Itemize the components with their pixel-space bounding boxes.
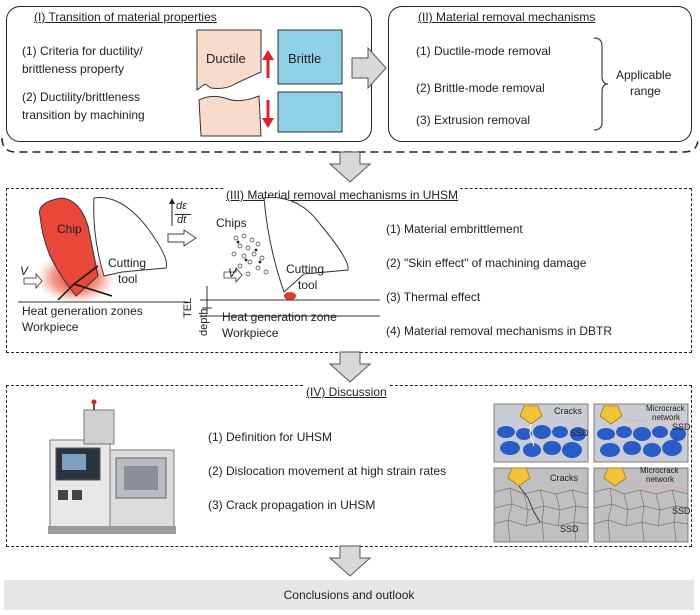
microstructure-panel-network-gray [593,467,689,543]
chips-label: Chips [216,216,247,230]
strain-rate-up-icon [169,198,175,226]
microcrack-network-label-tr-line1: Microcrack [646,404,685,413]
applicable-range-line2: range [630,84,661,98]
microstructure-panel-network-blue [593,403,689,463]
strain-rate-denominator: dt [177,214,187,226]
microstructure-panel-cracks-blue [493,403,589,463]
right-velocity-label: V [228,266,237,280]
dashed-frame-top [1,137,699,153]
thermal-effect: (3) Thermal effect [386,290,481,304]
transition-line2: transition by machining [22,108,145,122]
left-cutting-tool-line2: tool [118,272,138,286]
red-arrow-down-icon [262,100,274,128]
cracks-label-tl: Cracks [554,406,583,416]
criteria-line2: brittleness property [22,62,125,76]
ssd-label-bl: SSD [560,524,579,534]
transition-line1: (2) Ductility/brittleness [22,90,141,104]
microstructure-panel-cracks-gray [493,467,589,543]
arrow-down-icon [328,545,372,577]
left-workpiece-label: Workpiece [22,320,79,334]
applicable-range-line1: Applicable [616,68,672,82]
skin-effect: (2) "Skin effect" of machining damage [386,256,587,270]
section-discussion-title: (IV) Discussion [304,385,389,399]
definition-uhsm: (1) Definition for UHSM [208,430,333,444]
strain-rate-fraction-bar [175,214,191,215]
section-transition-title: (I) Transition of material properties [34,10,217,24]
dislocation-movement: (2) Dislocation movement at high strain … [208,464,447,478]
criteria-line1: (1) Criteria for ductility/ [22,44,143,58]
machine-tool-image [48,399,176,534]
arrow-right-icon [351,46,387,90]
red-arrow-up-icon [262,50,274,78]
ssd-label-br: SSD [672,506,691,516]
extrusion-removal: (3) Extrusion removal [416,113,531,127]
chip-label: Chip [57,222,82,236]
ductile-label: Ductile [206,51,246,66]
section-removal-box [388,6,692,142]
right-workpiece-label: Workpiece [222,326,279,340]
conclusion-text: Conclusions and outlook [283,588,415,602]
conventional-cutting-figure [18,197,188,304]
uhsm-cutting-figure [200,197,380,317]
brittle-mode-removal: (2) Brittle-mode removal [416,81,545,95]
left-heat-zones-label: Heat generation zones [22,304,143,318]
cracks-label-bl: Cracks [550,473,579,483]
removal-mechanisms-dbtr: (4) Material removal mechanisms in DBTR [386,324,613,338]
microcrack-network-label-br-line2: network [646,475,675,484]
material-embrittlement: (1) Material embrittlement [386,222,523,236]
tel-label: TEL [182,297,194,318]
left-velocity-label: V [20,264,29,278]
left-cutting-tool-line1: Cutting [108,256,147,270]
microcrack-network-label-tr-line2: network [652,413,681,422]
brittle-specimen-figure [277,29,343,133]
brittle-label: Brittle [288,51,322,66]
right-heat-zone-label: Heat generation zone [222,310,337,324]
section-removal-title: (II) Material removal mechanisms [418,10,596,24]
curly-bracket [593,37,609,131]
microcrack-network-label-br-line1: Microcrack [640,466,679,475]
arrow-right-icon [167,229,197,247]
right-cutting-tool-line1: Cutting [286,262,325,276]
ductile-specimen-figure [196,29,262,137]
crack-propagation: (3) Crack propagation in UHSM [208,498,376,512]
conclusion-box [4,580,694,610]
strain-rate-numerator: dε [176,200,187,212]
ductile-mode-removal: (1) Ductile-mode removal [416,44,551,58]
ssd-label-tr: SSD [672,422,691,432]
ssd-label-tl: SSD [570,428,589,438]
arrow-down-icon [328,351,372,383]
arrow-down-icon [328,151,372,183]
right-cutting-tool-line2: tool [298,278,318,292]
depth-dimension-marker [202,286,212,314]
